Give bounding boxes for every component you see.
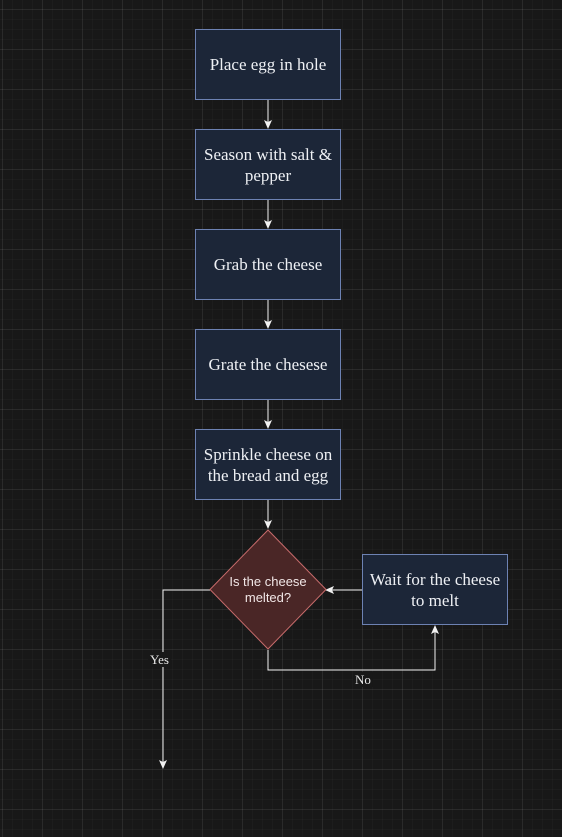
process-step-label: Place egg in hole — [209, 55, 327, 74]
process-step-grate-cheese[interactable]: Grate the chesese — [195, 329, 341, 400]
process-step-label: Season with salt & pepper — [204, 144, 332, 185]
connector-no-branch — [267, 625, 439, 671]
process-step-grab-cheese[interactable]: Grab the cheese — [195, 229, 341, 300]
process-step-sprinkle-cheese[interactable]: Sprinkle cheese on the bread and egg — [195, 429, 341, 500]
decision-label: Is the cheese melted? — [229, 573, 307, 605]
decision-cheese-melted[interactable]: Is the cheese melted? — [209, 529, 327, 650]
process-step-label: Wait for the cheese to melt — [369, 569, 501, 610]
process-step-label: Grab the cheese — [213, 255, 323, 274]
process-step-season[interactable]: Season with salt & pepper — [195, 129, 341, 200]
process-step-place-egg[interactable]: Place egg in hole — [195, 29, 341, 100]
decision-diamond-shape — [209, 529, 327, 650]
edge-label-yes: Yes — [148, 652, 171, 667]
edge-label-no: No — [353, 672, 373, 687]
connector-yes-branch — [159, 589, 210, 769]
process-step-label: Sprinkle cheese on the bread and egg — [203, 444, 333, 485]
process-step-label: Grate the chesese — [208, 355, 328, 374]
process-step-wait-melt[interactable]: Wait for the cheese to melt — [362, 554, 508, 625]
